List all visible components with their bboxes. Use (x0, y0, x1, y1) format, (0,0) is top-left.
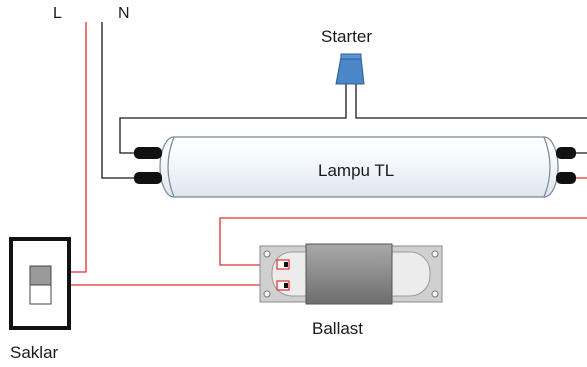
ballast-terminal-upper-screw (284, 262, 288, 267)
lamp-label: Lampu TL (318, 161, 395, 180)
tube-right-cap (543, 136, 551, 198)
switch (9, 237, 71, 330)
starter-body (335, 56, 365, 85)
switch-toggle-bottom (29, 284, 52, 305)
right-pin-upper (556, 147, 576, 159)
ballast-terminal-lower-screw (284, 283, 288, 288)
return-wire (219, 217, 587, 266)
switch-frame (9, 237, 71, 330)
switch-label: Saklar (10, 343, 59, 362)
fluorescent-tube (134, 136, 576, 198)
mount-hole-tr (431, 250, 439, 258)
mount-hole-tl (263, 250, 271, 258)
right-pin-lower (556, 172, 576, 184)
switch-toggle-top (29, 265, 52, 286)
starter-top (340, 53, 362, 60)
ballast-label: Ballast (312, 319, 364, 338)
left-pin-upper (134, 147, 162, 159)
ballast-terminal-upper (276, 259, 290, 270)
mount-hole-bl (263, 290, 271, 298)
ballast-core (305, 243, 393, 305)
tube-left-cap (167, 136, 175, 198)
left-pin-lower (134, 172, 162, 184)
ballast (259, 243, 443, 305)
live-wire (71, 22, 87, 273)
mount-hole-br (431, 290, 439, 298)
starter-label: Starter (321, 27, 373, 46)
starter-wire-left (119, 84, 347, 154)
starter-wire-right (355, 84, 587, 119)
neutral-label: N (118, 5, 130, 22)
neutral-wire (101, 22, 140, 179)
line-label: L (53, 5, 62, 22)
starter (335, 53, 365, 85)
ballast-terminal-lower (276, 280, 290, 291)
tube-glass (159, 136, 559, 198)
